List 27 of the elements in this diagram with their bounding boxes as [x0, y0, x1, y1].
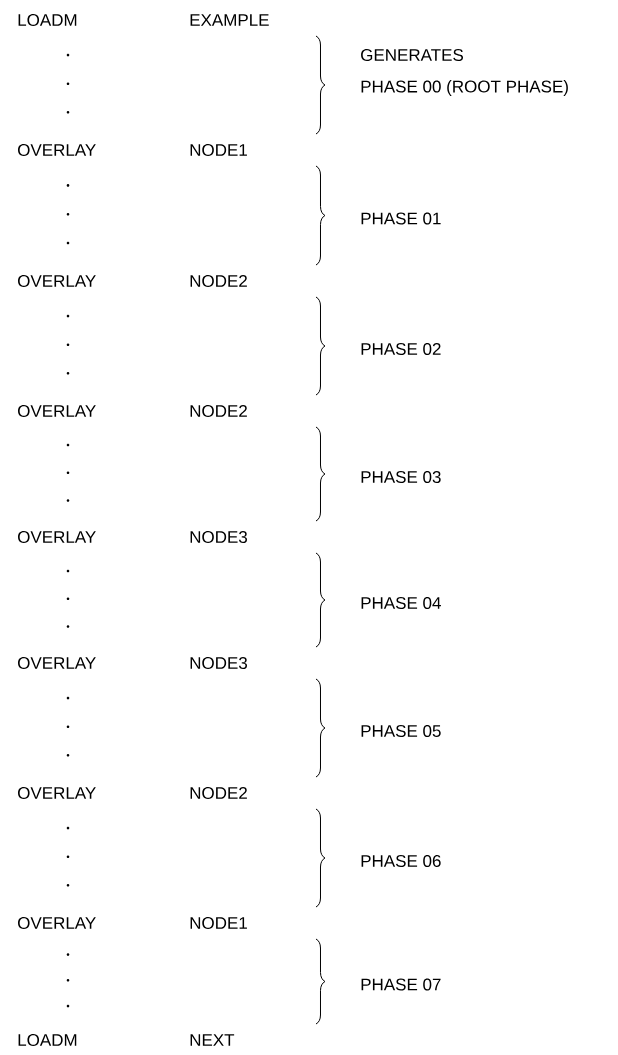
code-text: OVERLAY [18, 275, 96, 288]
code-text: LOADM [18, 14, 77, 27]
code-text: NODE2 [190, 787, 247, 800]
code-text: PHASE 06 [361, 855, 441, 868]
code-text: LOADM [18, 1034, 77, 1047]
code-text: NEXT [190, 1034, 235, 1046]
code-text: GENERATES [361, 49, 463, 62]
code-text: OVERLAY [18, 405, 96, 418]
code-text: PHASE 00 (ROOT PHASE) [361, 80, 568, 96]
code-text: PHASE 04 [361, 597, 441, 610]
code-text: OVERLAY [18, 144, 96, 157]
code-text: NODE3 [190, 657, 247, 670]
code-text: NODE2 [190, 405, 247, 418]
code-text: NODE3 [190, 531, 247, 544]
code-text: EXAMPLE [190, 14, 269, 26]
code-text: PHASE 01 [361, 212, 441, 225]
code-text: PHASE 07 [361, 978, 441, 991]
code-text: PHASE 05 [361, 725, 441, 738]
code-text: OVERLAY [18, 531, 96, 544]
code-text: NODE2 [190, 275, 247, 288]
code-text: NODE1 [190, 144, 247, 157]
code-text: PHASE 02 [361, 343, 441, 356]
code-text: OVERLAY [18, 917, 96, 930]
code-text: PHASE 03 [361, 471, 441, 484]
code-text: OVERLAY [18, 787, 96, 800]
code-text: OVERLAY [18, 657, 96, 670]
code-text: NODE1 [190, 917, 247, 930]
